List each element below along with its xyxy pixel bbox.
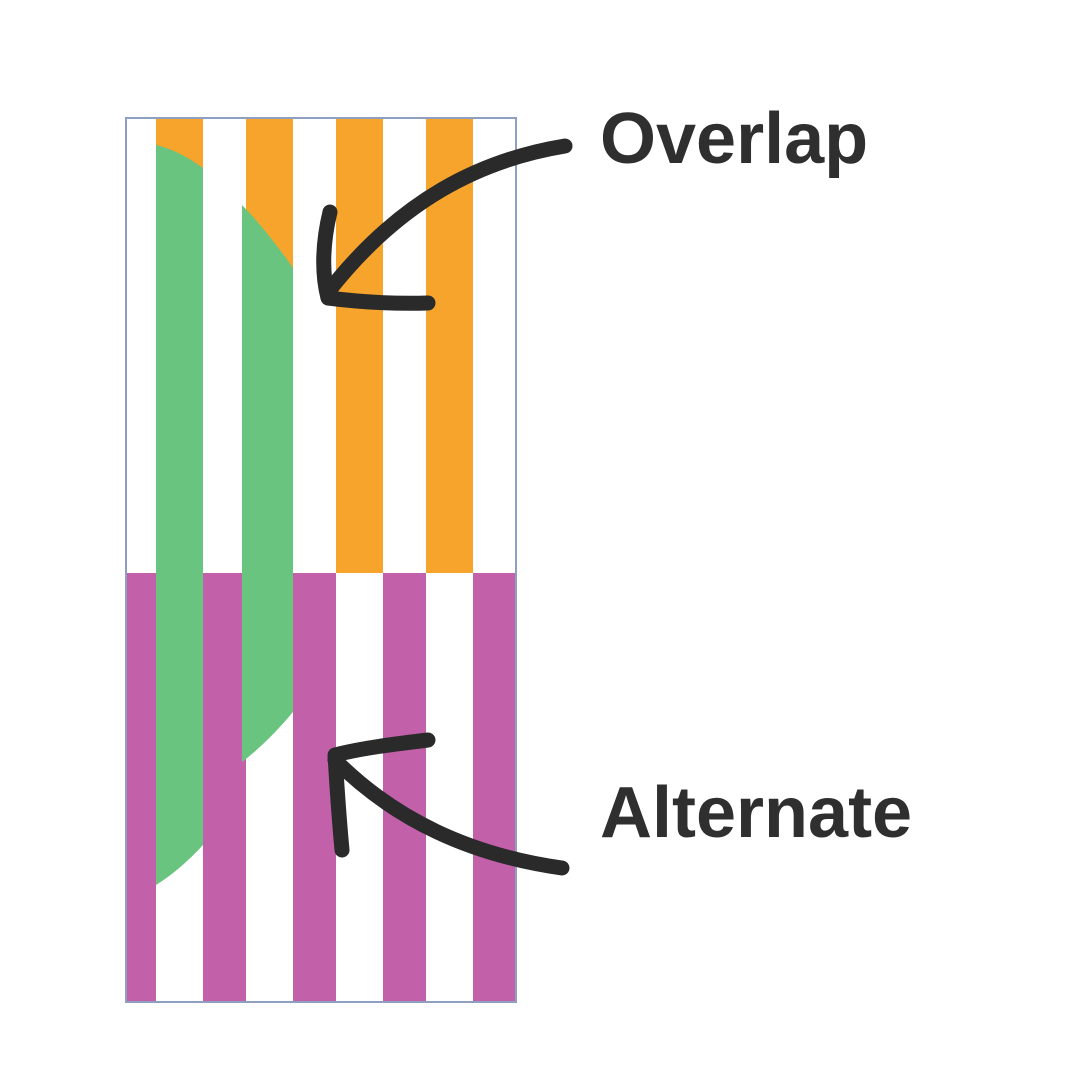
alternate-arrow-head xyxy=(327,732,436,858)
overlap-arrow xyxy=(316,138,573,311)
alternate-label: Alternate xyxy=(600,773,912,853)
overlap-label: Overlap xyxy=(600,99,868,179)
magenta-stripe xyxy=(473,573,516,1002)
overlap-arrow-head xyxy=(316,204,436,311)
alternate-arrow xyxy=(327,732,570,876)
magenta-stripe xyxy=(126,573,156,1002)
green-stripe xyxy=(156,145,203,885)
green-stripe xyxy=(242,205,293,762)
overlap-arrow-curve xyxy=(320,138,573,300)
striped-panel xyxy=(126,118,516,1002)
magenta-stripe xyxy=(383,573,426,1002)
orange-stripes xyxy=(156,118,473,573)
magenta-stripes xyxy=(126,573,516,1002)
magenta-stripe xyxy=(203,573,246,1002)
green-stripes xyxy=(156,145,293,885)
panel-frame xyxy=(125,117,517,1003)
magenta-stripe xyxy=(293,573,336,1002)
orange-stripe xyxy=(336,118,383,573)
alternate-arrow-curve xyxy=(327,752,570,876)
